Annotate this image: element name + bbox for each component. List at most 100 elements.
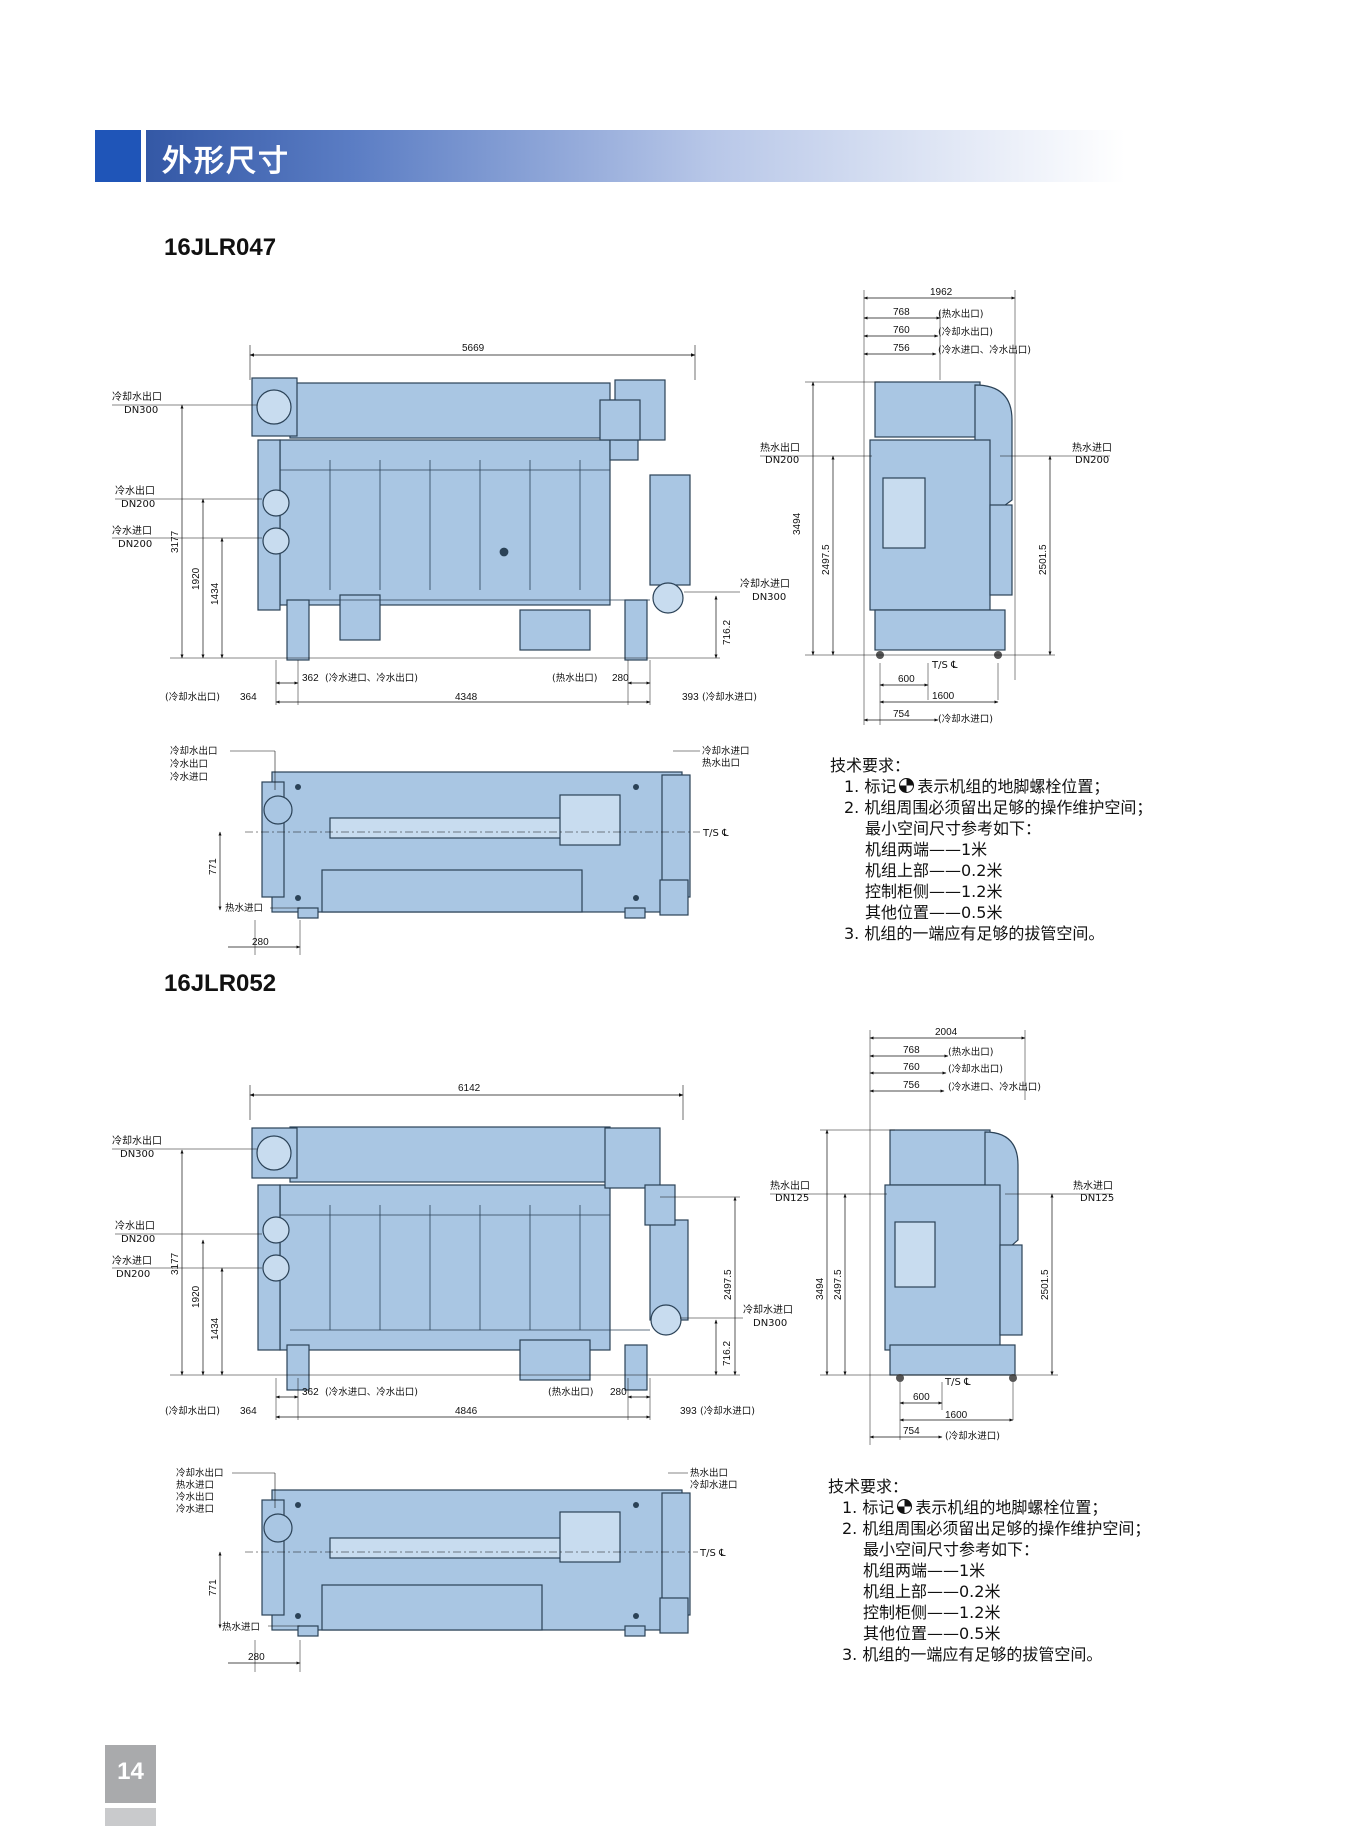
svg-text:768: 768	[903, 1045, 920, 1056]
svg-text:754: 754	[893, 709, 910, 720]
svg-text:冷水出口: 冷水出口	[170, 758, 208, 770]
svg-text:(冷水进口、冷水出口): (冷水进口、冷水出口)	[938, 344, 1031, 356]
label-hot-out: 热水出口	[760, 441, 800, 454]
requirements-2: 技术要求： 1. 标记表示机组的地脚螺栓位置； 2. 机组周围必须留出足够的操作…	[828, 1477, 1151, 1664]
svg-text:(热水出口): (热水出口)	[948, 1046, 993, 1058]
svg-text:1600: 1600	[932, 691, 955, 702]
svg-text:393: 393	[682, 692, 699, 703]
svg-text:1920: 1920	[191, 1285, 202, 1308]
machine-side-1	[869, 381, 1013, 651]
dim-width: 5669	[462, 343, 485, 354]
svg-text:DN125: DN125	[775, 1193, 809, 1204]
label-chilled-in: 冷水进口	[112, 524, 152, 537]
svg-text:DN300: DN300	[124, 405, 158, 416]
header-accent-block	[95, 130, 141, 182]
svg-text:(冷却水出口): (冷却水出口)	[938, 326, 993, 338]
svg-text:DN200: DN200	[765, 455, 799, 466]
svg-text:364: 364	[240, 1406, 257, 1417]
svg-text:3494: 3494	[792, 512, 803, 535]
svg-text:756: 756	[893, 343, 910, 354]
svg-text:DN300: DN300	[752, 592, 786, 603]
svg-text:(冷水进口、冷水出口): (冷水进口、冷水出口)	[325, 672, 418, 684]
svg-text:冷水出口: 冷水出口	[115, 1219, 155, 1232]
model-title-2: 16JLR052	[164, 970, 277, 997]
svg-text:280: 280	[248, 1652, 265, 1663]
svg-text:冷却水出口: 冷却水出口	[176, 1467, 224, 1479]
svg-text:热水出口: 热水出口	[770, 1179, 810, 1192]
svg-text:362: 362	[302, 673, 319, 684]
svg-text:2497.5: 2497.5	[821, 544, 832, 575]
svg-text:冷却水进口: 冷却水进口	[743, 1303, 793, 1316]
plan-view-1: 冷却水出口 冷水出口 冷水进口 冷却水进口 热水出口 T/S ℄ 771 热水进…	[170, 745, 750, 955]
machine-plan-2	[261, 1489, 691, 1637]
svg-text:热水出口: 热水出口	[702, 757, 740, 769]
header-banner	[95, 130, 1125, 182]
svg-text:600: 600	[898, 674, 915, 685]
svg-text:768: 768	[893, 307, 910, 318]
svg-text:754: 754	[903, 1426, 920, 1437]
svg-text:771: 771	[208, 858, 219, 875]
svg-text:716.2: 716.2	[722, 1341, 733, 1366]
page-number-box	[105, 1745, 156, 1803]
svg-text:热水进口: 热水进口	[176, 1479, 214, 1491]
svg-text:756: 756	[903, 1080, 920, 1091]
svg-text:T/S ℄: T/S ℄	[702, 828, 729, 839]
svg-text:(冷却水进口): (冷却水进口)	[702, 691, 757, 703]
svg-text:DN200: DN200	[118, 539, 152, 550]
svg-text:冷水出口: 冷水出口	[176, 1491, 214, 1503]
svg-text:4846: 4846	[455, 1406, 478, 1417]
svg-text:2497.5: 2497.5	[833, 1269, 844, 1300]
svg-text:1920: 1920	[191, 567, 202, 590]
svg-text:DN300: DN300	[120, 1149, 154, 1160]
svg-text:冷水进口: 冷水进口	[170, 771, 208, 783]
svg-text:2501.5: 2501.5	[1040, 1269, 1051, 1300]
svg-text:3177: 3177	[170, 1252, 181, 1275]
svg-text:(热水出口): (热水出口)	[548, 1386, 593, 1398]
svg-text:280: 280	[610, 1387, 627, 1398]
svg-text:冷却水进口: 冷却水进口	[690, 1479, 738, 1491]
svg-text:热水进口: 热水进口	[1073, 1179, 1113, 1192]
svg-text:(冷却水进口): (冷却水进口)	[938, 713, 993, 725]
svg-text:T/S ℄: T/S ℄	[699, 1548, 726, 1559]
svg-text:(冷却水进口): (冷却水进口)	[700, 1405, 755, 1417]
svg-text:600: 600	[913, 1392, 930, 1403]
svg-text:760: 760	[903, 1062, 920, 1073]
svg-text:771: 771	[208, 1579, 219, 1596]
machine-front-1	[251, 377, 691, 661]
page-number: 14	[117, 1758, 144, 1785]
label-hot-in: 热水进口	[1072, 441, 1112, 454]
requirements-1: 技术要求： 1. 标记表示机组的地脚螺栓位置； 2. 机组周围必须留出足够的操作…	[830, 756, 1153, 943]
svg-text:T/S ℄: T/S ℄	[931, 660, 958, 671]
svg-text:(热水出口): (热水出口)	[552, 672, 597, 684]
svg-text:2004: 2004	[935, 1027, 958, 1038]
svg-text:280: 280	[252, 937, 269, 948]
svg-text:364: 364	[240, 692, 257, 703]
svg-text:冷水进口: 冷水进口	[112, 1254, 152, 1267]
side-view-2: 2004 768 (热水出口) 760 (冷却水出口) 756 (冷水进口、冷水…	[770, 1027, 1114, 1445]
svg-text:3494: 3494	[815, 1277, 826, 1300]
model-title-1: 16JLR047	[164, 234, 277, 261]
svg-text:T/S ℄: T/S ℄	[944, 1377, 971, 1388]
svg-text:716.2: 716.2	[722, 620, 733, 645]
svg-text:DN200: DN200	[121, 1234, 155, 1245]
svg-text:(冷水进口、冷水出口): (冷水进口、冷水出口)	[325, 1386, 418, 1398]
svg-text:2497.5: 2497.5	[723, 1269, 734, 1300]
anchor-bolt-icon	[899, 778, 915, 793]
svg-text:(冷却水出口): (冷却水出口)	[165, 691, 220, 703]
svg-text:热水进口: 热水进口	[222, 1621, 260, 1633]
dim-span: 4348	[455, 692, 478, 703]
svg-text:DN200: DN200	[121, 499, 155, 510]
svg-text:(冷却水出口): (冷却水出口)	[948, 1063, 1003, 1075]
svg-text:(冷水进口、冷水出口): (冷水进口、冷水出口)	[948, 1081, 1041, 1093]
front-view-1: 5669 冷却水出口	[112, 343, 790, 705]
svg-text:760: 760	[893, 325, 910, 336]
svg-text:1434: 1434	[210, 1317, 221, 1340]
machine-side-2	[884, 1129, 1023, 1376]
page-title: 外形尺寸	[162, 144, 290, 179]
label-cooling-out: 冷却水出口	[112, 390, 162, 403]
svg-text:(冷却水出口): (冷却水出口)	[165, 1405, 220, 1417]
svg-text:1962: 1962	[930, 287, 953, 298]
svg-text:362: 362	[302, 1387, 319, 1398]
svg-text:1434: 1434	[210, 582, 221, 605]
plan-view-2: 冷却水出口 热水进口 冷水出口 冷水进口 热水出口 冷却水进口 T/S ℄ 77…	[176, 1467, 738, 1672]
